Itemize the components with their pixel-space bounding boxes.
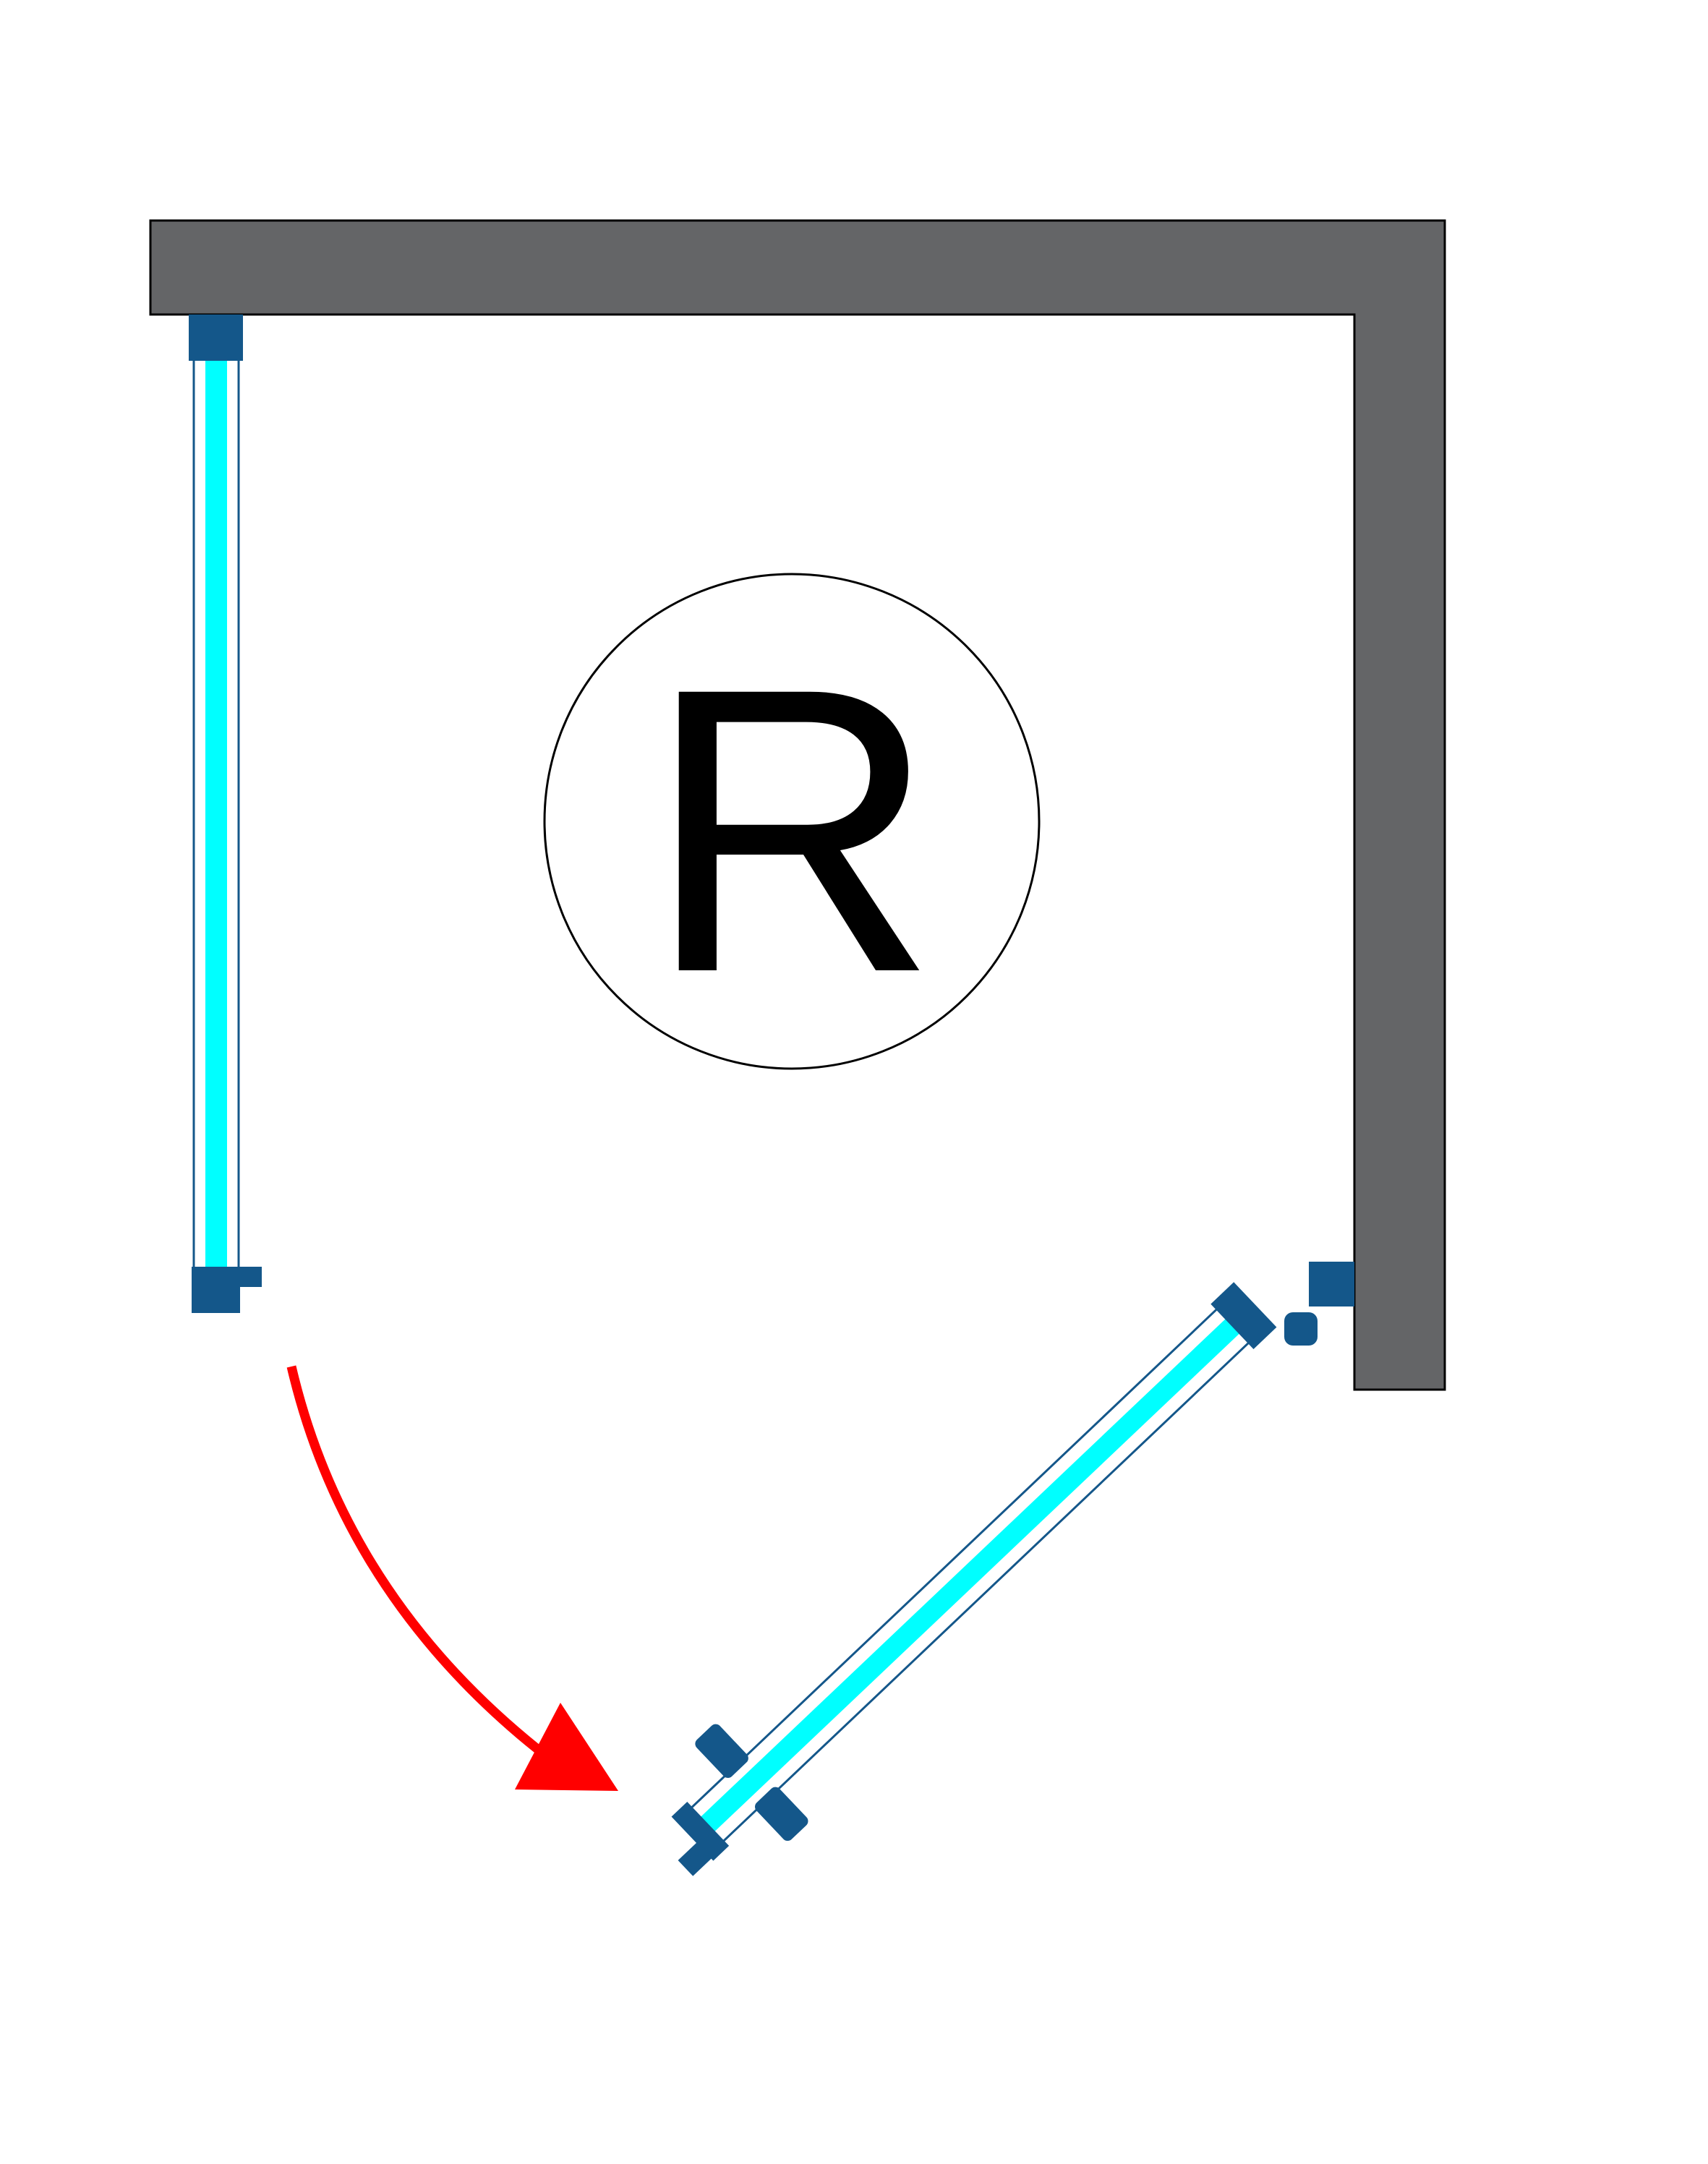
panel-end-profile xyxy=(192,1267,240,1313)
fixed-panel xyxy=(189,315,262,1313)
fixed-panel-glass xyxy=(205,351,227,1275)
arrow-head xyxy=(515,1703,618,1791)
wall-bracket-right xyxy=(1309,1262,1354,1306)
arrow-shaft xyxy=(286,1365,560,1769)
handing-label: R xyxy=(646,604,938,1056)
label-circle xyxy=(543,573,1041,1070)
curved-arrow-icon xyxy=(286,1365,618,1791)
wall xyxy=(149,219,1446,1391)
door-handle-inner xyxy=(695,1724,748,1779)
door-handle-outer xyxy=(755,1787,808,1842)
wall-bracket-top xyxy=(189,315,243,361)
door-hinge-block xyxy=(1210,1282,1277,1349)
hinge-knob xyxy=(1284,1312,1318,1346)
door-edge-profile xyxy=(671,1801,730,1861)
swing-door xyxy=(671,1282,1277,1876)
panel-stop-tab xyxy=(239,1267,262,1287)
door-glass xyxy=(691,1304,1255,1841)
door-end-tab xyxy=(678,1839,715,1876)
